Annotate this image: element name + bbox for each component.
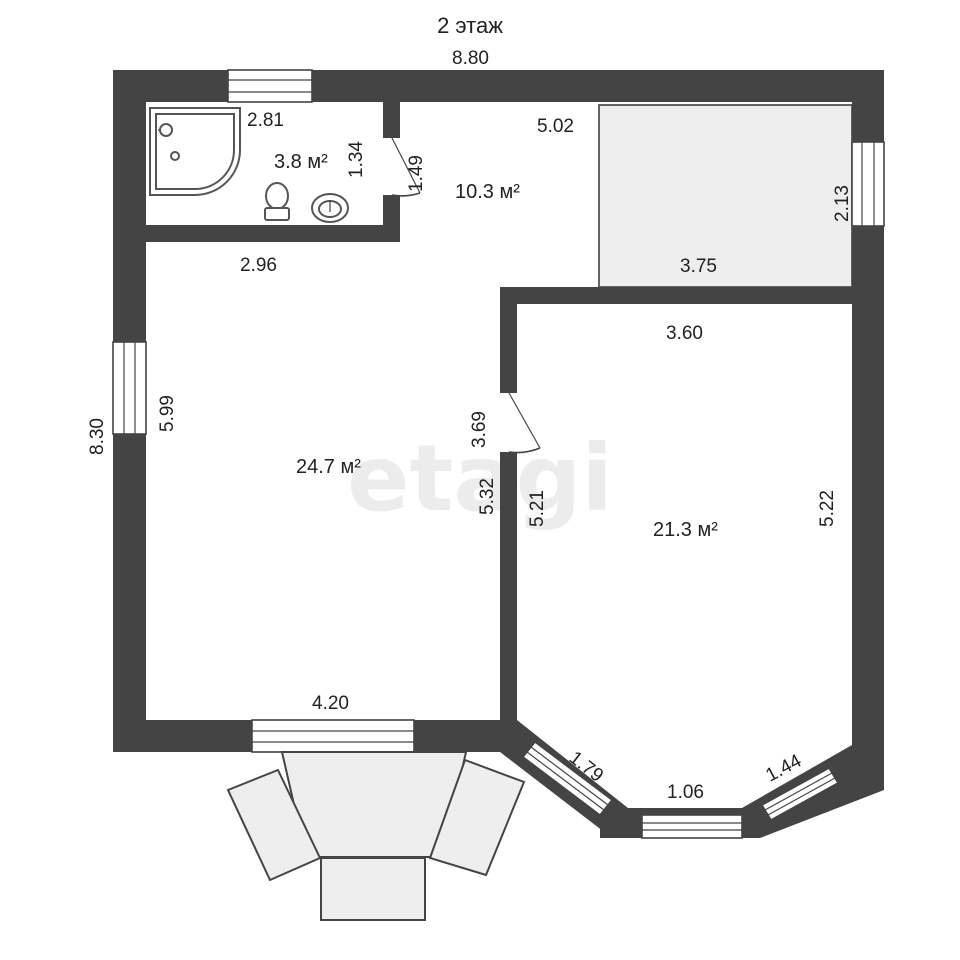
dim-bedroom-top: 3.60 — [666, 323, 703, 344]
bath-fixtures — [149, 107, 349, 223]
dim-stair-width: 3.75 — [680, 256, 717, 277]
windows — [112, 69, 885, 839]
bathroom-area-label: 3.8 м² — [274, 151, 328, 173]
watermark: etagi — [347, 425, 613, 532]
dim-bedroom-left: 5.21 — [527, 490, 548, 527]
dim-door-hall: 1.49 — [406, 155, 427, 192]
dim-bay-bottom: 1.06 — [667, 782, 704, 803]
dim-hall-width: 5.02 — [537, 116, 574, 137]
dim-living-right: 5.32 — [477, 478, 498, 515]
dim-living-top: 2.96 — [240, 255, 277, 276]
doors — [391, 137, 541, 454]
bedroom-area-label: 21.3 м² — [653, 519, 718, 541]
dim-bath-height: 1.34 — [346, 141, 367, 178]
dim-bath-width: 2.81 — [247, 110, 284, 131]
stair-area — [598, 104, 853, 288]
dim-left-total: 8.30 — [87, 418, 108, 455]
dim-top-total: 8.80 — [452, 48, 489, 69]
dim-bedroom-right: 5.22 — [817, 490, 838, 527]
dim-living-bottom: 4.20 — [312, 693, 349, 714]
floor-title: 2 этаж — [437, 13, 503, 38]
hall-area-label: 10.3 м² — [455, 181, 520, 203]
living-room-area-label: 24.7 м² — [296, 456, 361, 478]
terrace — [226, 751, 526, 921]
toilet — [265, 182, 289, 210]
dim-stair-height: 2.13 — [832, 185, 853, 222]
dim-door-bedroom: 3.69 — [469, 411, 490, 448]
dim-living-left: 5.99 — [157, 395, 178, 432]
